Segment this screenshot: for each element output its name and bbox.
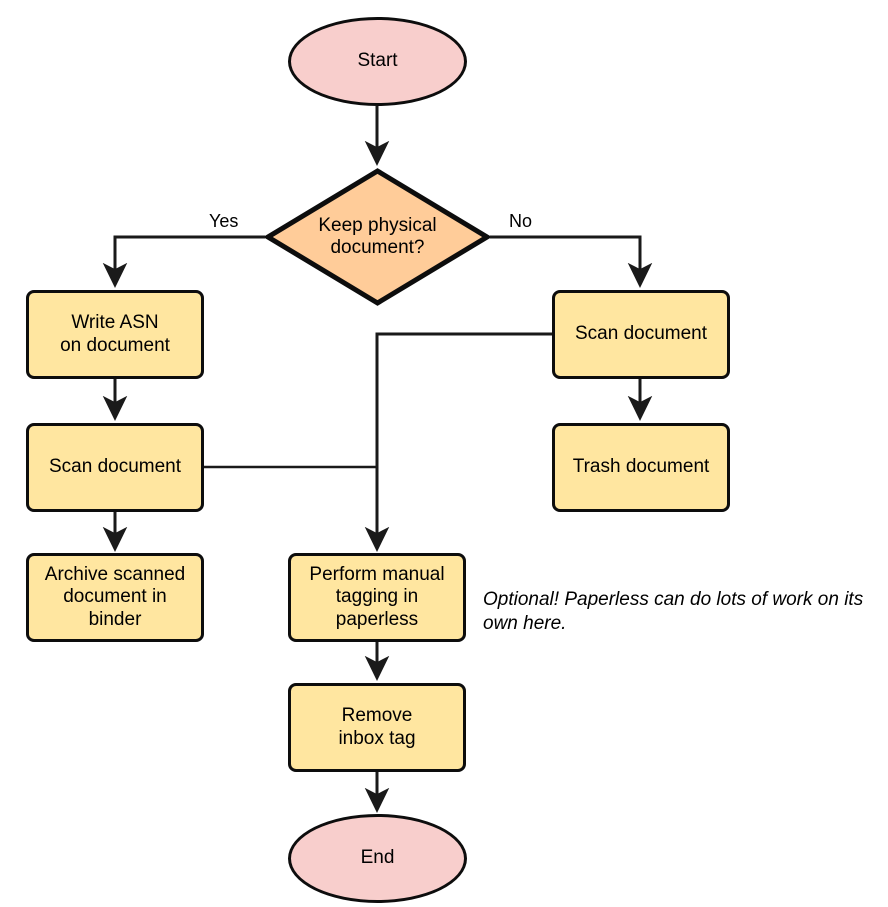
annotation-optional-note: Optional! Paperless can do lots of work … [483, 589, 864, 635]
node-end[interactable]: End [288, 814, 467, 903]
edge-scan-right-to-manual-tagging [364, 332, 552, 552]
node-scan-document-left[interactable]: Scan document [26, 423, 204, 512]
edge-decision-no-to-scan-right [490, 235, 653, 288]
edge-label-yes: Yes [209, 211, 239, 231]
diamond-shape [265, 168, 490, 306]
edge-decision-yes-to-write-asn [102, 235, 265, 288]
node-start-label: Start [357, 50, 398, 72]
node-scan-document-right-label: Scan document [574, 323, 708, 345]
node-start[interactable]: Start [288, 17, 467, 106]
edge-label-no: No [509, 211, 533, 231]
node-trash-document[interactable]: Trash document [552, 423, 730, 512]
node-scan-document-left-label: Scan document [48, 456, 182, 478]
node-trash-document-label: Trash document [572, 456, 710, 478]
node-end-label: End [360, 847, 395, 869]
node-scan-document-right[interactable]: Scan document [552, 290, 730, 379]
